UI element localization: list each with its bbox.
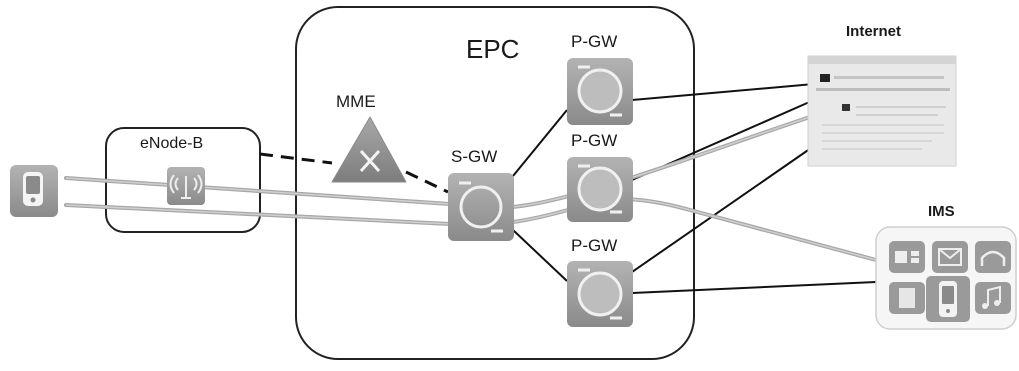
pgw-mid-label: P-GW (571, 131, 618, 150)
sgw-label: S-GW (451, 147, 498, 166)
pgw-bottom-label: P-GW (571, 236, 618, 255)
epc-label: EPC (466, 34, 520, 64)
sgw-pgw-bottom-link (512, 229, 568, 282)
internet-label: Internet (846, 23, 902, 40)
pgw-bottom-ims-link (631, 281, 877, 294)
gateway-ring-icon (567, 157, 633, 222)
gateway-ring-icon (567, 261, 633, 327)
service-apps-icon (875, 226, 1017, 330)
enodeb-label: eNode-B (140, 135, 204, 152)
ims-label: IMS (928, 203, 955, 220)
pgw-top-internet-link (631, 83, 815, 101)
cell-antenna-icon (167, 167, 205, 205)
pgw-bottom-internet-link (631, 145, 815, 273)
mme-sgw-link (405, 170, 449, 194)
gateway-ring-icon (567, 58, 633, 125)
browser-window-icon (807, 55, 957, 167)
mme-cross-icon (331, 116, 407, 183)
pgw-top-label: P-GW (571, 32, 618, 51)
mobile-phone-icon (10, 165, 58, 217)
sgw-pgw-top-link (512, 109, 568, 177)
mme-label: MME (336, 92, 376, 111)
enodeb-mme-link (259, 152, 333, 165)
epc-boundary (295, 6, 695, 360)
gateway-ring-icon (448, 173, 514, 241)
